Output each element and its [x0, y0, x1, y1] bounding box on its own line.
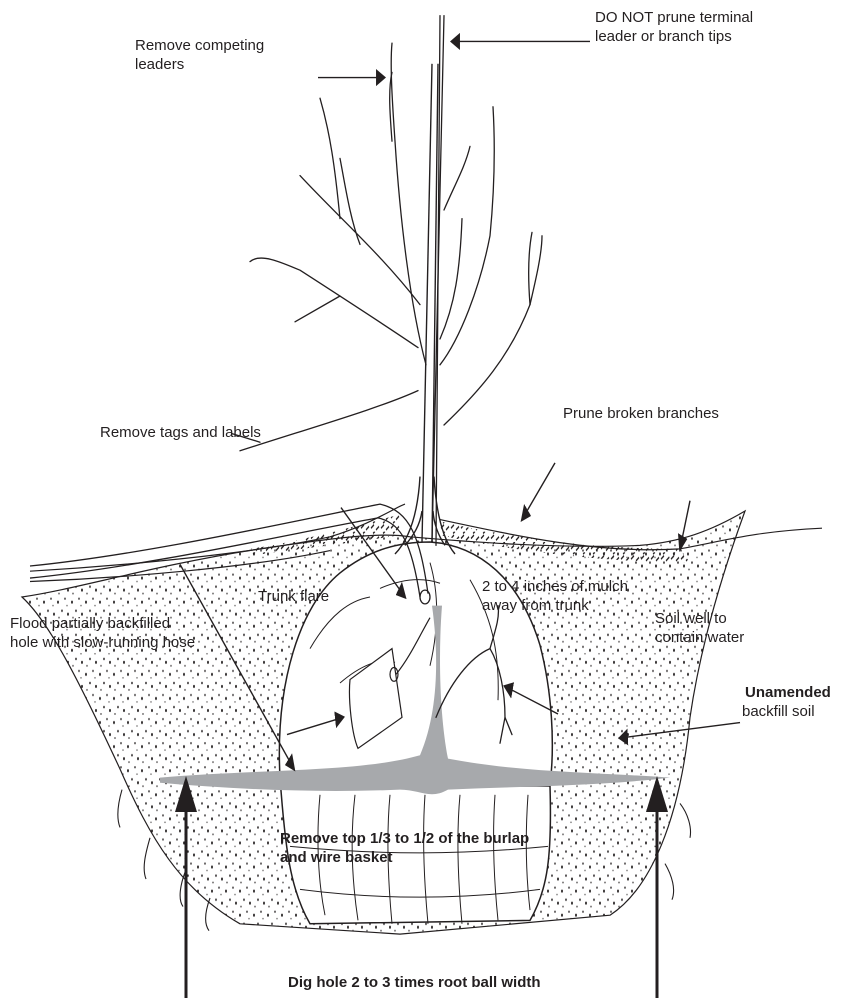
label-mulch: 2 to 4 inches of mulch away from trunk [482, 577, 628, 615]
label-unamended-bold: Unamended [745, 683, 831, 702]
label-terminal-leader: DO NOT prune terminal leader or branch t… [595, 8, 753, 46]
label-burlap: Remove top 1/3 to 1/2 of the burlap and … [280, 829, 529, 867]
label-unamended-rest: backfill soil [742, 702, 815, 721]
label-flood: Flood partially backfilled hole with slo… [10, 614, 195, 652]
label-dig-hole: Dig hole 2 to 3 times root ball width [288, 973, 541, 992]
label-soil-well: Soil well to contain water [655, 609, 744, 647]
label-broken-branches: Prune broken branches [563, 404, 719, 423]
label-tags-labels: Remove tags and labels [100, 423, 261, 442]
tree-trunk [395, 64, 455, 554]
illustration-frame [22, 16, 822, 934]
label-trunk-flare: Trunk flare [258, 587, 329, 606]
arrow-mulch [522, 463, 555, 520]
label-competing-leaders: Remove competing leaders [135, 36, 264, 74]
